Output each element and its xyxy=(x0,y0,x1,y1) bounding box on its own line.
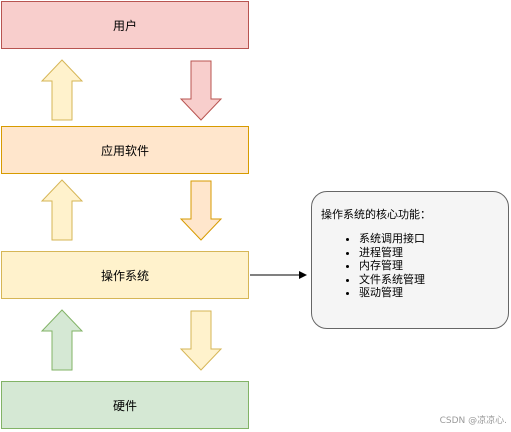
arrow-down-app-to-os xyxy=(179,180,223,241)
list-item: 进程管理 xyxy=(359,246,508,260)
core-functions-list: 系统调用接口 进程管理 内存管理 文件系统管理 驱动管理 xyxy=(321,232,508,300)
arrow-up-hw-to-os xyxy=(40,309,84,371)
layer-hardware: 硬件 xyxy=(1,381,249,429)
watermark: CSDN @凉凉心. xyxy=(439,416,507,426)
list-item: 文件系统管理 xyxy=(359,273,508,287)
layer-os-label: 操作系统 xyxy=(100,268,149,283)
arrow-down-os-to-hw xyxy=(179,310,223,371)
arrow-up-os-to-app xyxy=(40,179,84,241)
arrow-down-user-to-app xyxy=(179,60,223,121)
layer-application-label: 应用软件 xyxy=(100,143,149,158)
layer-application: 应用软件 xyxy=(1,126,249,174)
core-functions-callout: 操作系统的核心功能： 系统调用接口 进程管理 内存管理 文件系统管理 驱动管理 xyxy=(311,191,509,329)
layer-hardware-label: 硬件 xyxy=(112,398,137,413)
list-item: 驱动管理 xyxy=(359,286,508,300)
layer-user: 用户 xyxy=(1,1,249,49)
callout-title: 操作系统的核心功能： xyxy=(321,208,431,221)
layer-user-label: 用户 xyxy=(112,18,137,33)
list-item: 系统调用接口 xyxy=(359,232,508,246)
list-item: 内存管理 xyxy=(359,259,508,273)
layer-operating-system: 操作系统 xyxy=(1,251,249,299)
arrow-up-app-to-user xyxy=(40,59,84,121)
